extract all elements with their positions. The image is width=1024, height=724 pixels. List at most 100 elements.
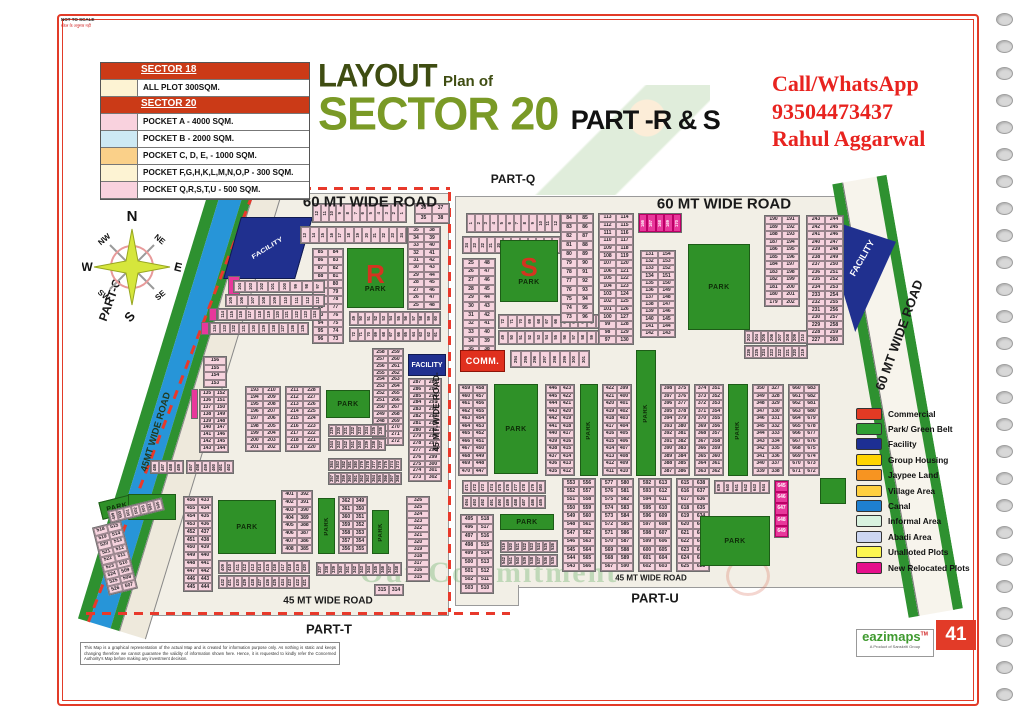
plot-number-cell: 144 <box>214 445 228 452</box>
plot-number-cell: 374 <box>695 385 709 393</box>
plot-number-cell: 644 <box>760 481 769 493</box>
plot-number-cell: 385 <box>675 460 689 468</box>
plot-number-cell: 39 <box>479 337 495 346</box>
plot-number-cell: 102 <box>599 298 616 306</box>
plot-number-cell: 520 <box>508 541 515 552</box>
plot-number-cell: 208 <box>783 331 792 343</box>
plot-number-cell: 98 <box>599 328 616 337</box>
plot-number-cell: 585 <box>617 520 633 530</box>
legend-size-row: ALL PLOT 300SQM. <box>101 80 309 97</box>
plot-number-cell: 23 <box>388 227 398 243</box>
plot-number-cell: 447 <box>184 567 198 576</box>
plot-number-cell: 251 <box>825 268 843 277</box>
plot-number-cell: 571 <box>601 529 617 538</box>
plot-number-cell: 38 <box>432 213 449 223</box>
plot-number-cell: 71 <box>357 328 365 341</box>
plot-number-cell: 670 <box>789 460 804 468</box>
plot-number-cell: 207 <box>263 408 280 416</box>
plot-number-cell: 388 <box>661 460 675 468</box>
plot-number-cell: 295 <box>425 426 441 434</box>
park-block: PARK <box>218 500 276 554</box>
plot-number-cell: 441 <box>546 422 560 430</box>
plot-number-cell: 97 <box>599 336 616 344</box>
plot-number-cell: 596 <box>639 512 655 521</box>
contact-call-whatsapp: Call/WhatsApp <box>772 71 919 96</box>
plot-number-cell: 277 <box>409 447 425 454</box>
plot-number-cell: 236 <box>378 425 385 436</box>
plot-number-cell: 249 <box>373 410 388 418</box>
plot-number-cell: 300 <box>425 460 441 468</box>
plot-number-cell: 410 <box>617 467 631 475</box>
plot-number-cell: 612 <box>655 487 671 496</box>
plot-number-cell: 139 <box>641 308 658 316</box>
plot-number-cell: 553 <box>563 479 579 488</box>
plot-number-cell: 664 <box>789 415 804 423</box>
legend-size-row: POCKET A - 4000 SQM. <box>101 114 309 131</box>
plot-number-cell: 260 <box>825 336 843 344</box>
plot-number-cell: 462 <box>459 407 473 415</box>
plot-number-cell: 5 <box>498 214 506 232</box>
part-t-label: PART-T <box>306 621 352 637</box>
plot-number-cell: 81 <box>328 272 343 281</box>
plot-number-cell: 615 <box>677 479 693 488</box>
plot-number-cell: 408 <box>282 545 297 553</box>
plot-number-cell: 63 <box>417 328 425 341</box>
plot-number-cell: 580 <box>617 479 633 488</box>
plot-number-cell: 525 <box>543 541 550 552</box>
plot-number-cell: 22 <box>379 227 389 243</box>
plot-number-cell: 345 <box>373 563 380 575</box>
plot-number-cell: 418 <box>603 415 617 423</box>
plot-number-cell: 491 <box>487 496 496 508</box>
plot-number-cell: 283 <box>409 406 425 413</box>
park-block: PARK <box>688 244 750 330</box>
page-number: 41 <box>936 620 976 650</box>
plot-number-cell: 247 <box>825 238 843 247</box>
plot-number-cell: 407 <box>282 537 297 546</box>
plot-number-cell: 638 <box>693 479 709 488</box>
plot-number-cell: 414 <box>603 445 617 453</box>
binding-hole <box>996 364 1013 377</box>
plot-number-cell: 241 <box>807 231 825 239</box>
plot-number-cell: 138 <box>200 410 214 418</box>
plot-number-cell: 170 <box>672 214 681 232</box>
plot-number-cell: 582 <box>617 495 633 505</box>
plot-number-cell: 35 <box>408 227 424 235</box>
plot-number-cell: 567 <box>601 562 617 571</box>
watermark-logo <box>500 85 710 195</box>
plot-number-cell: 373 <box>395 459 401 470</box>
plot-number-cell: 109 <box>599 244 616 253</box>
plot-number-cell: 65 <box>402 328 410 341</box>
plot-number-cell: 405 <box>617 430 631 438</box>
plot-number-cell: 346 <box>380 563 387 575</box>
plot-number-cell: 121 <box>616 267 633 276</box>
plot-number-cell: 486 <box>528 496 537 508</box>
brand-tm: TM <box>920 631 928 638</box>
plot-number-cell: 25 <box>463 259 479 268</box>
plot-number-cell: 68 <box>534 315 544 328</box>
contact-block: Call/WhatsApp 93504473437 Rahul Aggarwal <box>772 70 925 153</box>
plot-number-cell: 619 <box>677 512 693 521</box>
plot-number-cell: 422 <box>560 392 574 400</box>
plot-number-cell: 246 <box>825 231 843 239</box>
plot-number-cell: 518 <box>477 515 493 524</box>
plot-number-cell: 30 <box>463 302 479 311</box>
plot-number-cell: 683 <box>804 385 819 393</box>
plot-number-cell: 679 <box>804 415 819 423</box>
binding-hole <box>996 688 1013 701</box>
plot-number-cell: 408 <box>617 452 631 460</box>
plot-number-cell: 361 <box>339 505 353 513</box>
plot-number-cell: 114 <box>616 214 633 222</box>
plot-number-cell: 599 <box>639 537 655 546</box>
plot-number-cell: 80 <box>328 280 343 289</box>
plot-number-cell: 274 <box>409 467 425 475</box>
plot-number-cell: 203 <box>263 436 280 444</box>
plot-number-cell: 101 <box>267 281 279 292</box>
park-label: PARK <box>518 279 540 287</box>
plot-number-cell: 345 <box>753 422 768 430</box>
